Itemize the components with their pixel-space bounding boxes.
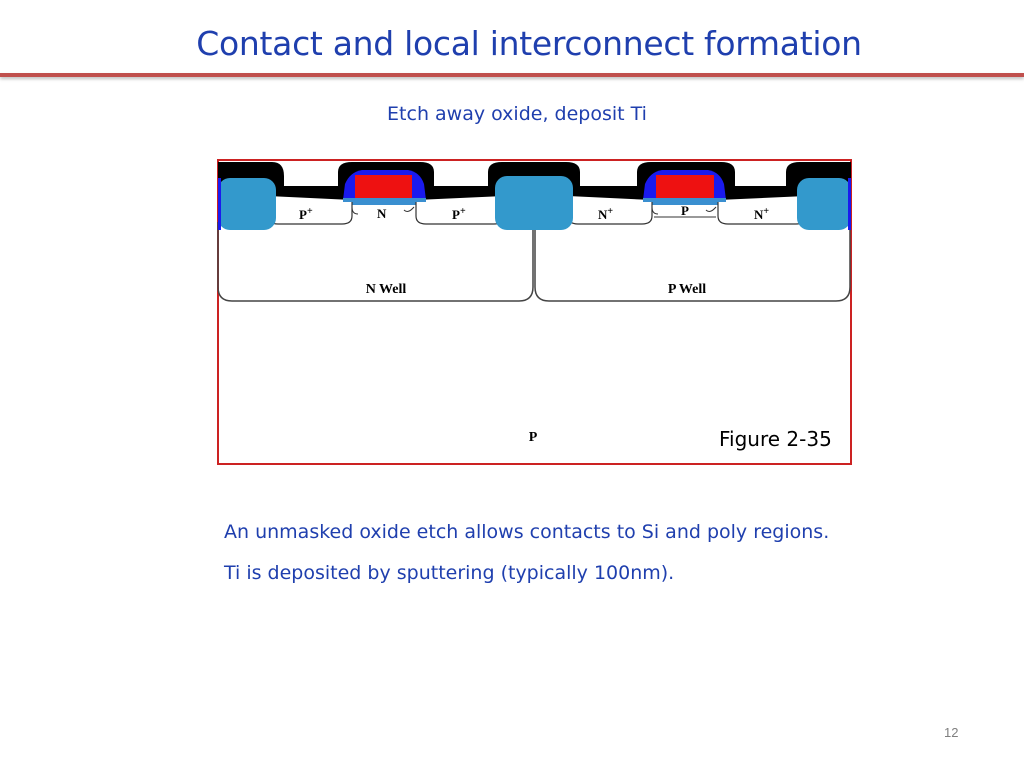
nmos-poly-gate xyxy=(656,175,714,200)
substrate-label: P xyxy=(529,430,538,445)
nmos-gate-oxide xyxy=(641,200,727,205)
title-divider xyxy=(0,73,1024,77)
nmos-source-label: N+ xyxy=(598,206,613,222)
pmos-ldd-right xyxy=(403,206,415,212)
page-number: 12 xyxy=(944,725,959,740)
field-oxide-edge-left xyxy=(218,178,221,230)
nmos-drain-label: N+ xyxy=(754,206,769,222)
nmos-ldd-right xyxy=(705,206,717,212)
pmos-poly-gate xyxy=(355,175,412,200)
nmos-ldd-left xyxy=(651,206,659,215)
slide-title: Contact and local interconnect formation xyxy=(196,24,862,63)
body-line-2: Ti is deposited by sputtering (typically… xyxy=(224,562,675,584)
pmos-gate-oxide xyxy=(341,200,427,205)
body-line-1: An unmasked oxide etch allows contacts t… xyxy=(224,521,830,543)
field-oxide-center xyxy=(495,176,573,230)
pmos-source-label: P+ xyxy=(299,206,313,222)
p-well xyxy=(534,222,851,302)
pmos-channel-label: N xyxy=(377,206,387,221)
field-oxide-edge-right xyxy=(848,178,851,230)
figure-caption: Figure 2-35 xyxy=(719,427,832,451)
pmos-drain-label: P+ xyxy=(452,206,466,222)
field-oxide-left xyxy=(218,178,276,230)
substrate-outline xyxy=(217,159,852,465)
n-well xyxy=(217,222,534,302)
pmos-ldd-left xyxy=(351,206,359,215)
field-oxide-right xyxy=(797,178,851,230)
n-well-label: N Well xyxy=(366,282,407,297)
slide-subtitle: Etch away oxide, deposit Ti xyxy=(387,103,647,125)
nmos-channel-label: P xyxy=(681,203,689,218)
p-well-label: P Well xyxy=(668,282,706,297)
